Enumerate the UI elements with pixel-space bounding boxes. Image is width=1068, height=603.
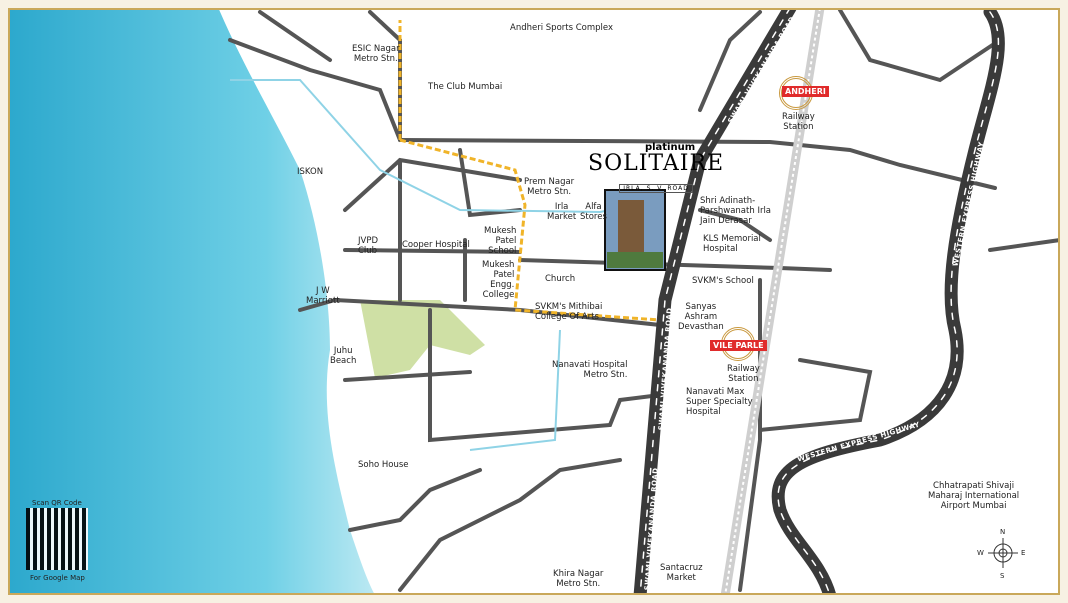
label-sanyas-ashram: Sanyas Ashram Devasthan	[678, 302, 724, 332]
compass-n: N	[1000, 528, 1006, 536]
label-soho-house: Soho House	[358, 460, 409, 470]
logo-name: SOLITAIRE	[588, 151, 725, 176]
label-irla-market: Irla Market	[547, 202, 577, 222]
label-alfa-stores: Alfa Stores	[580, 202, 607, 222]
logo-brand: platinum	[644, 142, 696, 153]
qr-caption: For Google Map	[30, 574, 85, 582]
park	[360, 300, 485, 378]
qr-title: Scan QR Code	[32, 499, 82, 507]
label-khira-nagar-metro: Khira Nagar Metro Stn.	[553, 569, 604, 589]
label-club-mumbai: The Club Mumbai	[428, 82, 503, 92]
label-svkm-school: SVKM's School	[692, 276, 754, 286]
vile-parle-station-badge: VILE PARLE	[710, 340, 767, 351]
label-juhu-beach: Juhu Beach	[330, 346, 357, 366]
label-jvpd-club: JVPD Club	[358, 236, 378, 256]
label-santacruz-market: Santacruz Market	[660, 563, 703, 583]
qr-code[interactable]	[26, 508, 88, 570]
metro-line	[398, 20, 661, 322]
logo-subtitle: IRLA, S. V. ROAD	[619, 184, 693, 193]
label-mukesh-patel-school: Mukesh Patel School	[484, 226, 517, 256]
label-andheri-sports-complex: Andheri Sports Complex	[510, 23, 614, 33]
label-jain-derasar: Shri Adinath- Parshwanath Irla Jain Dera…	[700, 196, 772, 226]
andheri-station-sub: Railway Station	[782, 112, 815, 132]
label-cooper-hospital: Cooper Hospital	[402, 240, 470, 250]
label-kls-hospital: KLS Memorial Hospital	[703, 234, 761, 254]
label-mukesh-patel-college: Mukesh Patel Engg. College	[482, 260, 515, 300]
highways	[633, 1, 1005, 603]
project-logo: platinum SOLITAIRE IRLA, S. V. ROAD	[588, 142, 724, 194]
compass-e: E	[1021, 549, 1026, 557]
label-jw-marriott: J W Marriott	[306, 286, 340, 306]
label-nanavati-metro: Nanavati Hospital Metro Stn.	[552, 360, 628, 380]
compass-w: W	[977, 549, 984, 557]
andheri-station-badge: ANDHERI	[782, 86, 829, 97]
sea	[0, 0, 380, 603]
label-church: Church	[545, 274, 576, 284]
building-photo	[604, 189, 666, 271]
compass-s: S	[1000, 572, 1005, 580]
label-iskon: ISKON	[297, 167, 324, 177]
vile-parle-station-sub: Railway Station	[727, 364, 760, 384]
label-mithibai-college: SVKM's Mithibai College Of Arts	[535, 302, 603, 322]
label-esic-nagar-metro: ESIC Nagar Metro Stn.	[352, 44, 400, 64]
label-prem-nagar-metro: Prem Nagar Metro Stn.	[524, 177, 575, 197]
compass-icon	[988, 538, 1018, 568]
label-nanavati-max: Nanavati Max Super Specialty Hospital	[686, 387, 753, 417]
label-airport: Chhatrapati Shivaji Maharaj Internationa…	[928, 481, 1020, 511]
